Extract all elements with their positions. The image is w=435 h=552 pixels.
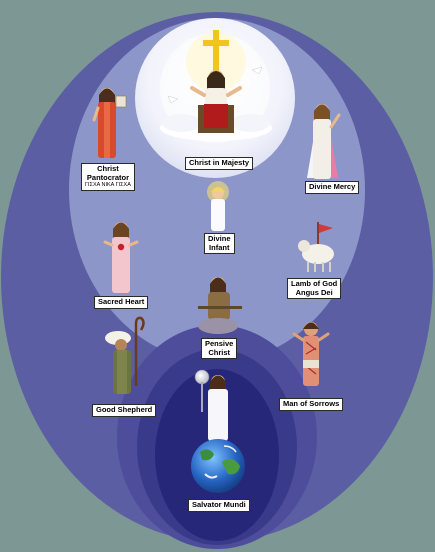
good-shepherd-label: Good Shepherd: [92, 404, 157, 417]
christ-in-majesty-label-line: Christ in Majesty: [189, 158, 250, 167]
lamb-of-god-label-line: Angus Dei: [295, 287, 333, 297]
christ-pantocrator-figure: [92, 88, 127, 158]
divine-mercy-figure: [307, 104, 341, 179]
divine-infant-figure: [207, 181, 229, 231]
pensive-christ-figure: [198, 277, 242, 334]
salvator-mundi-label: Salvator Mundi: [188, 499, 250, 512]
divine-mercy-label: Divine Mercy: [305, 181, 360, 194]
salvator-mundi-label-line: Salvator Mundi: [192, 500, 246, 509]
good-shepherd-figure: [105, 316, 145, 394]
lamb-of-god-label-line: Lamb of God: [291, 279, 338, 288]
pensive-christ-label-line: Pensive: [205, 339, 234, 348]
christ-pantocrator-label-line: Pantocrator: [86, 172, 129, 182]
christ-in-majesty-label: Christ in Majesty: [185, 157, 254, 170]
divine-mercy-label-line: Divine Mercy: [309, 182, 356, 191]
divine-infant-label-line: Infant: [209, 242, 230, 252]
christ-in-majesty-figure: [160, 30, 272, 141]
man-of-sorrows-label: Man of Sorrows: [279, 398, 344, 411]
good-shepherd-label-line: Good Shepherd: [96, 405, 153, 414]
man-of-sorrows-figure: [292, 322, 330, 386]
sacred-heart-figure: [103, 222, 139, 293]
man-of-sorrows-label-line: Man of Sorrows: [283, 399, 340, 408]
christ-pantocrator-label-inscription: ΓΙΣΧΑ ΝΙΚΑ ΓΙΣΧΑ: [85, 182, 131, 188]
pensive-christ-label-line: Christ: [208, 347, 231, 357]
divine-infant-label-line: Divine: [208, 234, 231, 243]
lamb-of-god-figure: [298, 222, 334, 272]
sacred-heart-label: Sacred Heart: [94, 296, 149, 309]
sacred-heart-label-line: Sacred Heart: [98, 297, 145, 306]
salvator-mundi-figure: [191, 369, 245, 493]
christ-pantocrator-label-line: Christ: [97, 164, 119, 173]
